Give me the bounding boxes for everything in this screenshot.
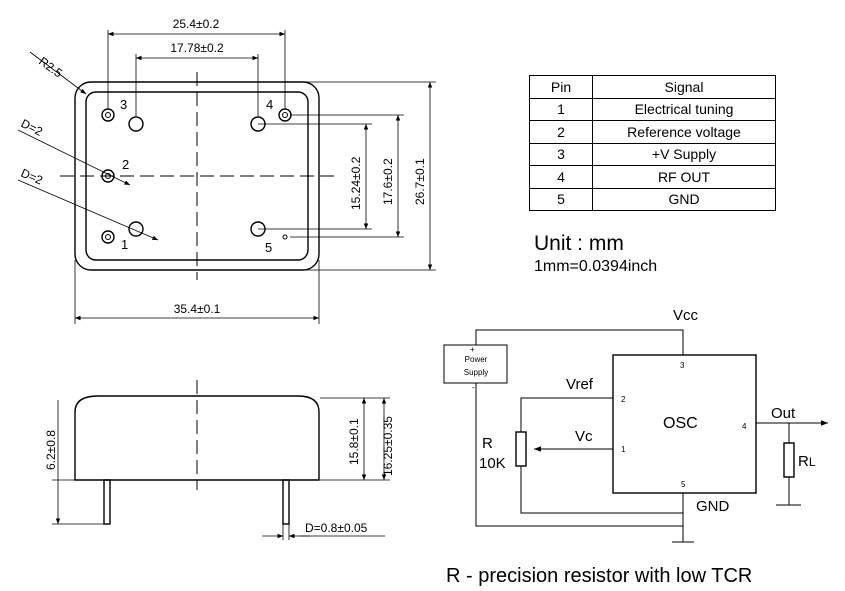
dim-radius: R2.5 bbox=[36, 54, 65, 80]
dim-width-outer: 25.4±0.2 bbox=[173, 17, 220, 31]
resistor-rl-label: RL bbox=[798, 453, 816, 470]
osc-pin-2: 2 bbox=[621, 395, 626, 404]
dim-height-inner: 15.24±0.2 bbox=[349, 156, 363, 210]
osc-label: OSC bbox=[663, 415, 698, 432]
table-cell-signal: RF OUT bbox=[592, 165, 776, 189]
resistor-rl-main: R bbox=[798, 453, 809, 470]
dim-height-outer: 26.7±0.1 bbox=[413, 158, 427, 205]
top-pin-label-5: 5 bbox=[265, 240, 272, 255]
table-row: 4 RF OUT bbox=[529, 165, 776, 189]
table-row: 2 Reference voltage bbox=[529, 120, 776, 144]
table-cell-signal: Electrical tuning bbox=[592, 97, 776, 121]
footnote: R - precision resistor with low TCR bbox=[446, 565, 753, 587]
dim-total-width: 35.4±0.1 bbox=[174, 302, 221, 316]
osc-pin-5: 5 bbox=[681, 480, 686, 489]
table-row: 5 GND bbox=[529, 187, 776, 211]
dim-body-height: 15.8±0.1 bbox=[347, 418, 361, 465]
unit-label: Unit : mm bbox=[534, 232, 624, 255]
table-cell-pin: 4 bbox=[529, 165, 593, 189]
top-pin-label-4: 4 bbox=[266, 97, 273, 112]
pin-signal-table: Pin Signal 1 Electrical tuning 2 Referen… bbox=[529, 75, 776, 211]
gnd-label: GND bbox=[696, 498, 730, 515]
resistor-r-label: R bbox=[482, 435, 493, 452]
table-cell-signal: Reference voltage bbox=[592, 120, 776, 144]
table-header-pin: Pin bbox=[529, 75, 593, 99]
resistor-r-value: 10K bbox=[479, 455, 506, 472]
top-mounting-holes bbox=[101, 108, 292, 244]
table-row: 1 Electrical tuning bbox=[529, 97, 776, 121]
power-supply-plus: + bbox=[470, 345, 475, 354]
resistor-rl-sub: L bbox=[809, 455, 816, 469]
osc-block bbox=[612, 354, 757, 494]
side-pin-right bbox=[282, 479, 290, 525]
dim-hole-diameter-2: D=2 bbox=[19, 166, 45, 188]
table-cell-pin: 1 bbox=[529, 97, 593, 121]
osc-pin-3: 3 bbox=[680, 361, 685, 370]
side-pin-left bbox=[103, 479, 111, 525]
osc-pin-1: 1 bbox=[621, 445, 626, 454]
dim-pin-diameter: D=0.8±0.05 bbox=[305, 521, 368, 535]
power-supply-block bbox=[443, 344, 508, 384]
resistor-rl bbox=[783, 442, 795, 478]
side-view: 6.2±0.8 15.8±0.1 16.25±0.35 D=0.8±0.05 bbox=[44, 380, 395, 540]
dim-pin-length: 6.2±0.8 bbox=[44, 430, 58, 470]
table-row: 3 +V Supply bbox=[529, 142, 776, 166]
top-view: 3 4 2 1 5 25.4±0.2 17.78±0.2 R2.5 D=2 D=… bbox=[17, 17, 436, 324]
resistor-r bbox=[515, 431, 527, 467]
dim-hole-diameter-1: D=2 bbox=[19, 116, 46, 139]
table-cell-pin: 5 bbox=[529, 187, 593, 211]
table-header-row: Pin Signal bbox=[529, 75, 776, 99]
dim-height-mid: 17.6±0.2 bbox=[381, 158, 395, 205]
osc-pin-4: 4 bbox=[742, 422, 747, 431]
schematic: OSC 3 2 1 4 5 + Power Supply - Vcc GND V… bbox=[443, 307, 828, 543]
top-pin-label-1: 1 bbox=[121, 237, 128, 252]
top-pin-label-3: 3 bbox=[120, 97, 127, 112]
out-label: Out bbox=[771, 405, 796, 422]
vcc-label: Vcc bbox=[673, 307, 699, 324]
table-cell-pin: 3 bbox=[529, 142, 593, 166]
table-header-signal: Signal bbox=[592, 75, 776, 99]
unit-conversion: 1mm=0.0394inch bbox=[534, 258, 658, 275]
table-cell-pin: 2 bbox=[529, 120, 593, 144]
top-pin-label-2: 2 bbox=[122, 157, 129, 172]
power-supply-line1: Power bbox=[465, 355, 488, 364]
power-supply-minus: - bbox=[472, 383, 475, 392]
dim-width-inner: 17.78±0.2 bbox=[170, 41, 224, 55]
power-supply-line2: Supply bbox=[464, 368, 488, 377]
side-body bbox=[74, 395, 320, 481]
table-cell-signal: +V Supply bbox=[592, 142, 776, 166]
vref-label: Vref bbox=[566, 376, 594, 393]
vc-label: Vc bbox=[575, 428, 593, 445]
table-cell-signal: GND bbox=[592, 187, 776, 211]
dim-total-height: 16.25±0.35 bbox=[381, 416, 395, 476]
